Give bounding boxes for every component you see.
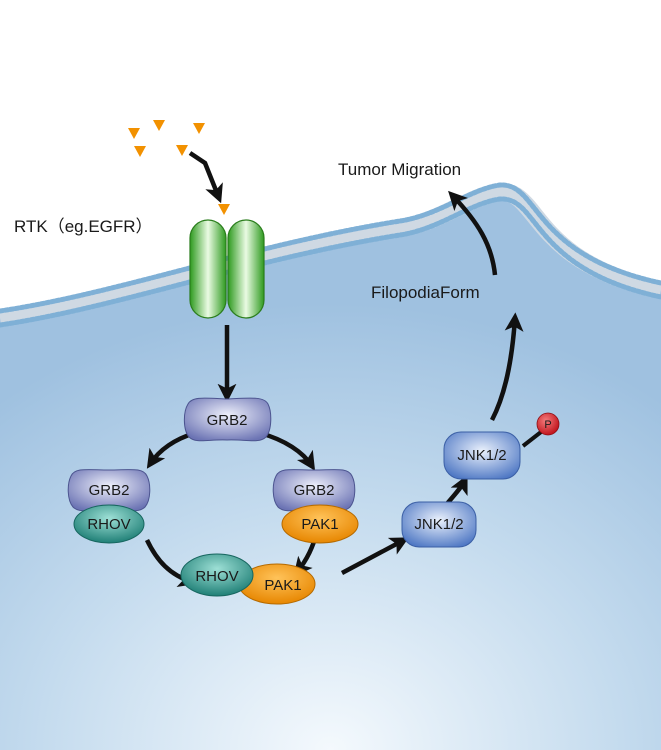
ligand-icon [193, 123, 205, 134]
rhov-complex-shape [180, 553, 254, 597]
jnk-upper-label: JNK1/2 [457, 447, 506, 464]
cell-membrane [0, 183, 661, 327]
phospho-circle [536, 412, 560, 436]
arrow-filopodia-to-migration [448, 190, 498, 276]
grb2-right-label: GRB2 [294, 482, 335, 499]
receptor-right-lobe [227, 219, 265, 319]
grb2-left: GRB2 [67, 469, 151, 512]
pak1-right-shape [281, 504, 359, 544]
jnk-lower-label: JNK1/2 [414, 516, 463, 533]
grb2-right: GRB2 [272, 469, 356, 512]
arrow-jnk-to-filopodia [490, 312, 524, 422]
rhov-complex-label: RHOV [195, 568, 238, 585]
grb2-left-shape [67, 469, 151, 512]
pak1-complex-label: PAK1 [264, 577, 301, 594]
ligand-icon [134, 146, 146, 157]
grb2-top-shape [183, 397, 272, 442]
arrow-complex-to-jnk [340, 537, 410, 575]
rhov-left: RHOV [73, 504, 145, 544]
tumor-migration-label: Tumor Migration [338, 160, 461, 179]
rhov-pak1-complex: PAK1 RHOV [180, 553, 316, 605]
ligand-icon [218, 204, 230, 215]
grb2-top: GRB2 [183, 397, 272, 442]
ligand-icon [153, 120, 165, 131]
receptor-left-lobe [189, 219, 227, 319]
jnk-lower-shape [401, 501, 477, 548]
phospho-label: P [544, 419, 551, 431]
grb2-right-shape [272, 469, 356, 512]
grb2-left-label: GRB2 [89, 482, 130, 499]
phospho-tether [521, 430, 543, 448]
rhov-left-shape [73, 504, 145, 544]
jnk-upper: JNK1/2 [443, 431, 521, 480]
rhov-left-label: RHOV [87, 516, 130, 533]
ligand-group [128, 120, 230, 215]
rtk-receptor [189, 219, 265, 319]
jnk-lower: JNK1/2 [401, 501, 477, 548]
arrow-ligand-to-receptor [188, 151, 223, 204]
membrane-heads-outer [0, 182, 661, 314]
ligand-icon [128, 128, 140, 139]
phospho-badge: P [536, 412, 560, 436]
grb2-top-label: GRB2 [207, 412, 248, 429]
ligand-icon [176, 145, 188, 156]
jnk-upper-shape [443, 431, 521, 480]
pak1-right-label: PAK1 [301, 516, 338, 533]
membrane-heads-inner [0, 196, 661, 328]
pak1-right: PAK1 [281, 504, 359, 544]
filopodia-label: FilopodiaForm [371, 283, 480, 302]
receptor-label: RTK（eg.EGFR） [14, 217, 153, 236]
